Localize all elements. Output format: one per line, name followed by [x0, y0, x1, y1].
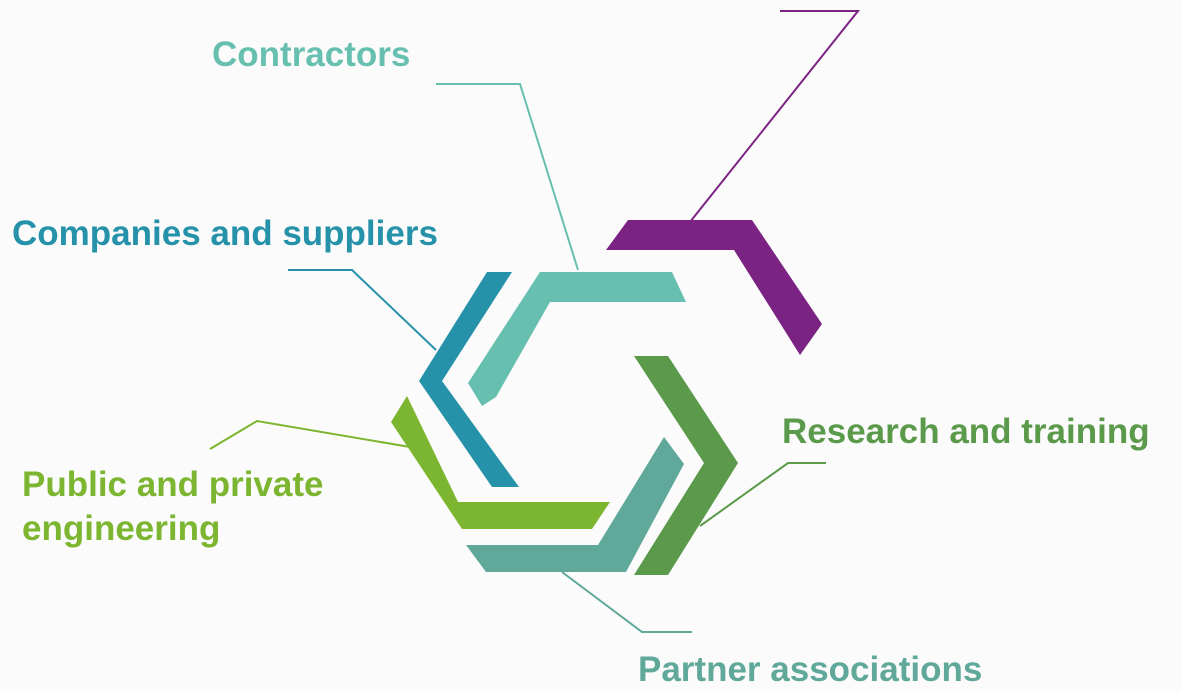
leader-line-public: [209, 419, 411, 450]
leader-line-partner: [561, 571, 692, 633]
segment-unlabeled: [606, 220, 822, 355]
segment-public: [391, 396, 610, 529]
segment-companies: [419, 272, 519, 487]
label-companies-and-suppliers: Companies and suppliers: [12, 214, 438, 253]
leader-line-research: [699, 462, 826, 527]
segment-contractors: [468, 272, 686, 406]
segment-partner: [466, 437, 684, 572]
label-research-and-training: Research and training: [782, 412, 1150, 451]
label-contractors: Contractors: [212, 35, 411, 74]
label-public-and-private-engineering: Public and private engineering: [22, 465, 324, 548]
leader-line-companies: [288, 269, 437, 351]
leader-line-contractors: [436, 83, 579, 271]
leader-line-purple: [689, 10, 861, 223]
segment-research: [634, 356, 738, 575]
label-partner-associations: Partner associations: [638, 650, 983, 689]
